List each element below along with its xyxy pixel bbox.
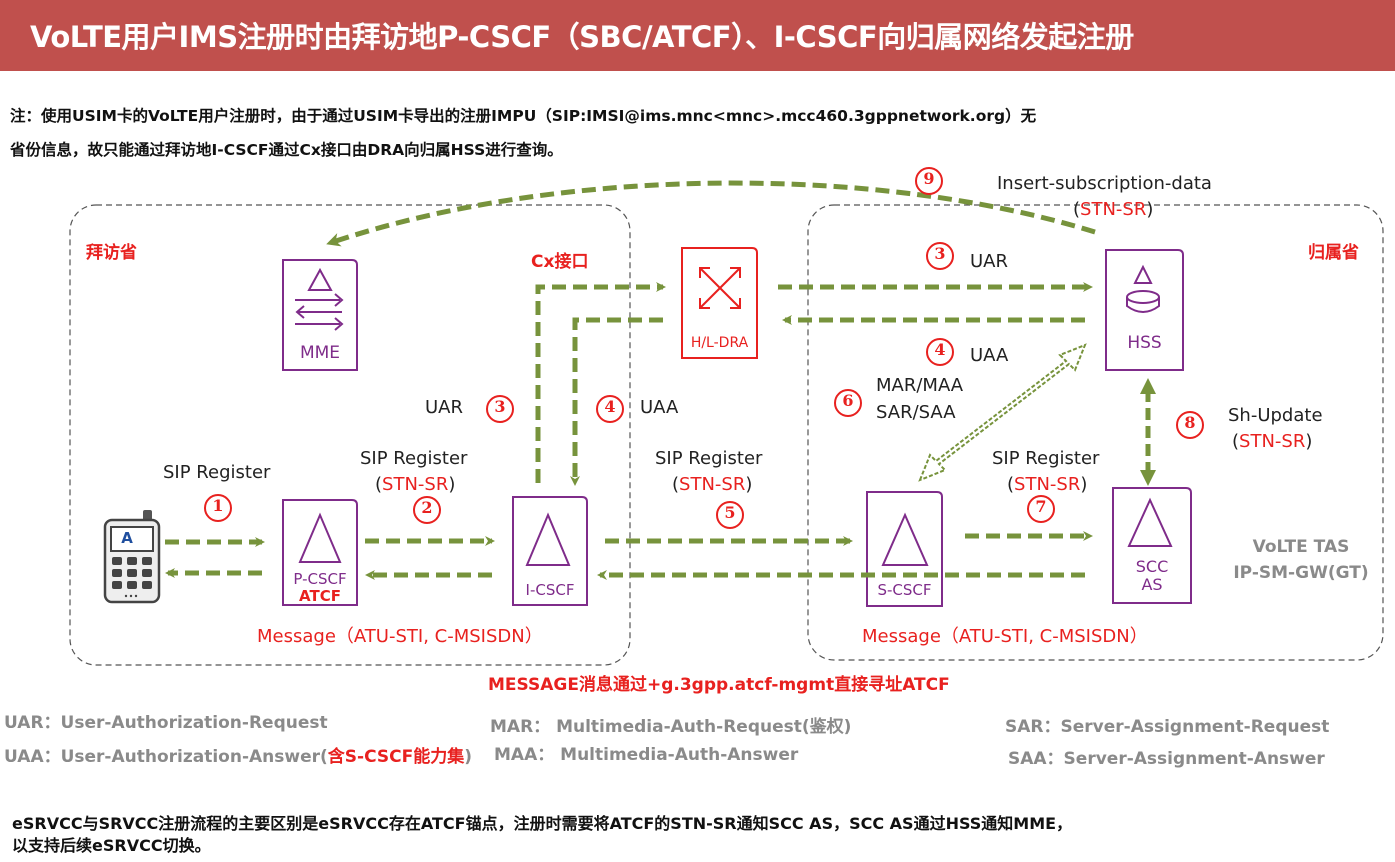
- uaa-visited-label: UAA: [640, 397, 679, 418]
- message-visited-label: Message（ATU-STI, C-MSISDN）: [257, 626, 543, 647]
- dra-node: [681, 247, 758, 359]
- home-province-label: 归属省: [1308, 243, 1359, 263]
- icscf-label: I-CSCF: [525, 581, 575, 599]
- stn-sr-7: STN-SR: [1014, 474, 1081, 495]
- legend-uar: UAR：User-Authorization-Request: [4, 713, 328, 733]
- cx-interface-label: Cx接口: [531, 252, 589, 272]
- title-banner: VoLTE用户IMS注册时由拜访地P-CSCF（SBC/ATCF）、I-CSCF…: [0, 0, 1395, 71]
- step-3-home: [926, 242, 954, 270]
- uar-visited-label: UAR: [425, 397, 463, 418]
- sccas-label-1: SCC: [1135, 557, 1169, 576]
- hss-label: HSS: [1127, 333, 1162, 353]
- sip-register-2-label: SIP Register: [360, 448, 468, 469]
- sip-register-5-label: SIP Register: [655, 448, 763, 469]
- icscf-node: [512, 496, 588, 606]
- legend-saa: SAA：Server-Assignment-Answer: [1008, 749, 1325, 769]
- sccas-label-2: AS: [1141, 575, 1163, 594]
- note-line-1: 注：使用USIM卡的VoLTE用户注册时，由于通过USIM卡导出的注册IMPU（…: [10, 107, 1037, 125]
- step-6: [834, 389, 862, 417]
- arrow-3-cx: [535, 282, 666, 483]
- pcscf-label: P-CSCF: [293, 570, 347, 588]
- sip-register-1-label: SIP Register: [163, 462, 271, 483]
- note-line-2: 省份信息，故只能通过拜访地I-CSCF通过Cx接口由DRA向归属HSS进行查询。: [10, 141, 563, 159]
- pcscf-node: [282, 499, 358, 606]
- step-5-label: 5: [724, 503, 736, 522]
- ipsmgw-label: IP-SM-GW(GT): [1233, 563, 1369, 583]
- legend-maa: MAA： Multimedia-Auth-Answer: [494, 745, 799, 765]
- sccas-node: [1112, 487, 1192, 604]
- hss-node: [1105, 249, 1184, 371]
- footer-line-1: eSRVCC与SRVCC注册流程的主要区别是eSRVCC存在ATCF锚点，注册时…: [12, 814, 1073, 833]
- legend-uaa: UAA：User-Authorization-Answer(: [4, 747, 328, 767]
- insert-subscription-label: Insert-subscription-data: [997, 173, 1212, 194]
- mar-maa-label: MAR/MAA: [876, 375, 964, 396]
- legend-mar: MAR： Multimedia-Auth-Request(鉴权): [490, 717, 852, 737]
- mme-label: MME: [299, 343, 341, 363]
- step-4-visited-label: 4: [604, 397, 616, 416]
- step-3-visited-label: 3: [494, 397, 506, 416]
- step-9: [915, 167, 943, 195]
- footer-line-2: 以支持后续eSRVCC切换。: [12, 836, 211, 855]
- step-2: [413, 496, 441, 524]
- legend-uaa-red: 含S-CSCF能力集: [327, 747, 465, 767]
- step-8: [1176, 411, 1204, 439]
- arrow-9-insert-subscription: [326, 180, 1096, 247]
- sh-update-label: Sh-Update: [1228, 405, 1323, 426]
- stn-sr-5: STN-SR: [679, 474, 746, 495]
- step-4-home-label: 4: [934, 340, 946, 359]
- visited-province-label: 拜访省: [86, 243, 137, 263]
- uaa-home-label: UAA: [970, 345, 1009, 366]
- stn-sr-8: STN-SR: [1239, 431, 1306, 452]
- sip-register-7-label: SIP Register: [992, 448, 1100, 469]
- legend-sar: SAR：Server-Assignment-Request: [1005, 717, 1330, 737]
- step-1-label: 1: [212, 496, 224, 515]
- sar-saa-label: SAR/SAA: [876, 402, 956, 423]
- stn-sr-9: STN-SR: [1080, 199, 1147, 220]
- home-province-region: [807, 204, 1384, 661]
- uar-home-label: UAR: [970, 251, 1008, 272]
- message-home-label: Message（ATU-STI, C-MSISDN）: [862, 626, 1148, 647]
- atcf-label: ATCF: [299, 587, 341, 605]
- page-title: VoLTE用户IMS注册时由拜访地P-CSCF（SBC/ATCF）、I-CSCF…: [30, 20, 1134, 54]
- scscf-label: S-CSCF: [877, 581, 932, 599]
- stn-sr-2: STN-SR: [382, 474, 449, 495]
- mme-node: [282, 259, 358, 371]
- arrow-6-mar-sar: [918, 343, 1087, 482]
- step-4-home: [926, 338, 954, 366]
- step-5: [716, 501, 744, 529]
- step-4-visited: [596, 395, 624, 423]
- step-9-label: 9: [923, 169, 935, 188]
- volte-tas-label: VoLTE TAS: [1252, 537, 1350, 557]
- step-8-label: 8: [1184, 413, 1196, 432]
- step-1: [204, 494, 232, 522]
- step-6-label: 6: [842, 391, 854, 410]
- step-2-label: 2: [421, 498, 433, 517]
- step-7-label: 7: [1035, 497, 1047, 516]
- visited-province-region: [69, 204, 631, 666]
- ue-phone-icon: [103, 510, 161, 604]
- dra-label: H/L-DRA: [690, 335, 749, 351]
- step-3-home-label: 3: [934, 244, 946, 263]
- ue-label: A: [121, 529, 133, 547]
- message-addressing-note: MESSAGE消息通过+g.3gpp.atcf-mgmt直接寻址ATCF: [488, 675, 950, 695]
- step-7: [1027, 495, 1055, 523]
- step-3-visited: [486, 395, 514, 423]
- arrow-4-cx: [570, 317, 663, 486]
